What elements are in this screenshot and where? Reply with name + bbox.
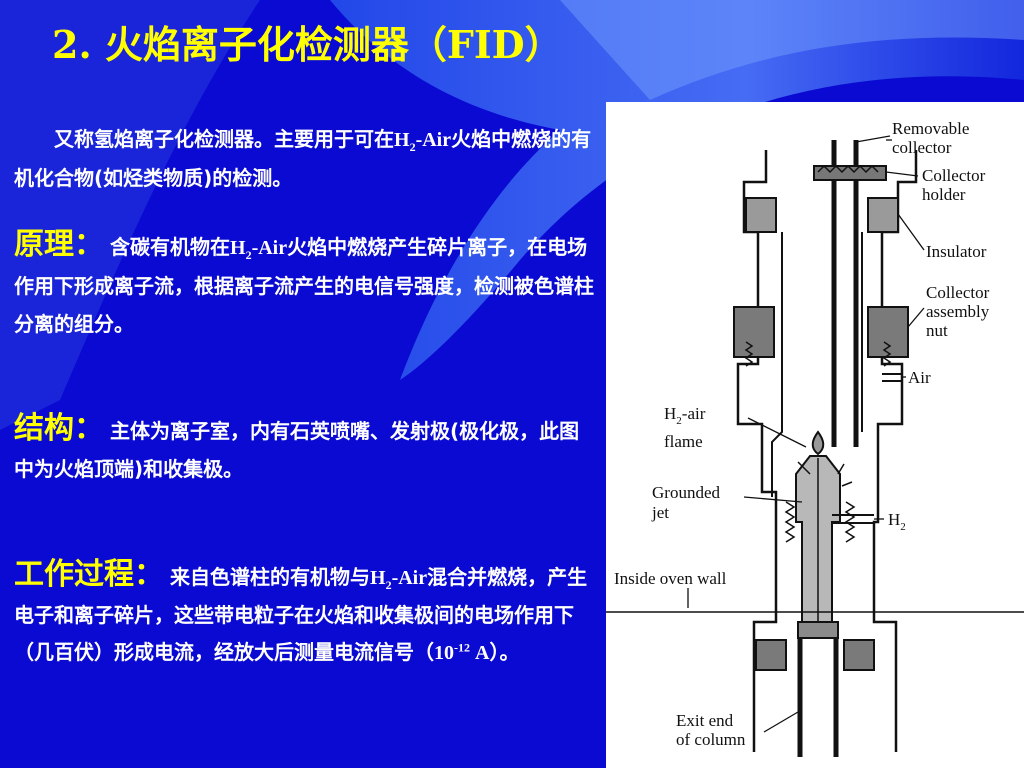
structure-heading: 结构：	[14, 411, 104, 446]
label-h2-h: H	[888, 510, 900, 529]
principle-text-1: 含碳有机物在	[110, 235, 230, 259]
intro-paragraph: 又称氢焰离子化检测器。主要用于可在H2-Air火焰中燃烧的有机化合物(如烃类物质…	[14, 120, 599, 197]
label-collector-holder-1: Collector	[922, 166, 986, 185]
structure-paragraph: 结构：主体为离子室，内有石英喷嘴、发射极(极化极，此图中为火焰顶端)和收集极。	[14, 410, 599, 488]
principle-h2-h: H	[230, 237, 246, 259]
principle-paragraph: 原理：含碳有机物在H2-Air火焰中燃烧产生碎片离子，在电场作用下形成离子流，根…	[14, 226, 599, 343]
label-grounded-jet-1: Grounded	[652, 483, 720, 502]
label-h2: H2	[888, 510, 906, 533]
label-air: Air	[908, 368, 931, 387]
label-collector-nut-2: assembly	[926, 302, 990, 321]
process-air: -Air	[391, 567, 428, 589]
label-flame-sub: 2	[676, 415, 682, 427]
label-exit-end-2: of column	[676, 730, 746, 749]
slide-title: 2. 火焰离子化检测器（FID）	[52, 22, 563, 67]
process-heading: 工作过程：	[14, 557, 164, 592]
label-oven-wall: Inside oven wall	[614, 569, 727, 588]
process-text-3: ）。	[489, 640, 520, 664]
label-flame-h: H	[664, 404, 676, 423]
label-removable-collector-2: collector	[892, 138, 952, 157]
principle-air: -Air	[251, 237, 288, 259]
diagram-body	[606, 140, 1024, 757]
fid-diagram-panel: Removable collector Collector holder Ins…	[606, 102, 1024, 768]
process-unit: A	[470, 642, 490, 664]
label-grounded-jet-2: jet	[651, 503, 669, 522]
label-h2-sub: 2	[900, 521, 906, 533]
label-flame-1: H2-air	[664, 404, 706, 427]
label-exit-end-1: Exit end	[676, 711, 734, 730]
process-text-2: 混合并燃烧，产生电子和离子碎片，这些带电粒子在火焰和收集极间的电场作用下（几百伏…	[14, 565, 588, 664]
label-flame-rest: -air	[682, 404, 706, 423]
process-paragraph: 工作过程：来自色谱柱的有机物与H2-Air混合并燃烧，产生电子和离子碎片，这些带…	[14, 556, 599, 672]
process-h2-h: H	[370, 567, 386, 589]
intro-text-1: 又称氢焰离子化检测器。主要用于可在	[54, 127, 394, 151]
process-exp: -12	[454, 640, 470, 655]
intro-air: -Air	[415, 129, 452, 151]
intro-h2-sub: 2	[409, 140, 416, 154]
callout-lines	[687, 135, 925, 733]
label-insulator: Insulator	[926, 242, 987, 261]
label-removable-collector-1: Removable	[892, 119, 969, 138]
principle-h2-sub: 2	[245, 248, 252, 262]
label-collector-holder-2: holder	[922, 185, 966, 204]
fid-diagram: Removable collector Collector holder Ins…	[606, 119, 1024, 757]
principle-heading: 原理：	[14, 227, 104, 262]
label-flame-2: flame	[664, 432, 703, 451]
label-collector-nut-3: nut	[926, 321, 948, 340]
process-h2-sub: 2	[385, 578, 392, 592]
principle-text-2: 火焰中燃烧产生碎片离子，在电场作用下形成离子流，根据离子流产生的电信号强度，检测…	[14, 235, 594, 336]
intro-text-2: 火焰中燃烧的有机化合物(如烃类物质)的检测。	[14, 127, 592, 190]
intro-h2-h: H	[394, 129, 410, 151]
process-text-1: 来自色谱柱的有机物与	[170, 565, 370, 589]
process-exp-base: 10	[434, 642, 454, 664]
label-collector-nut-1: Collector	[926, 283, 990, 302]
structure-text: 主体为离子室，内有石英喷嘴、发射极(极化极，此图中为火焰顶端)和收集极。	[14, 419, 580, 481]
